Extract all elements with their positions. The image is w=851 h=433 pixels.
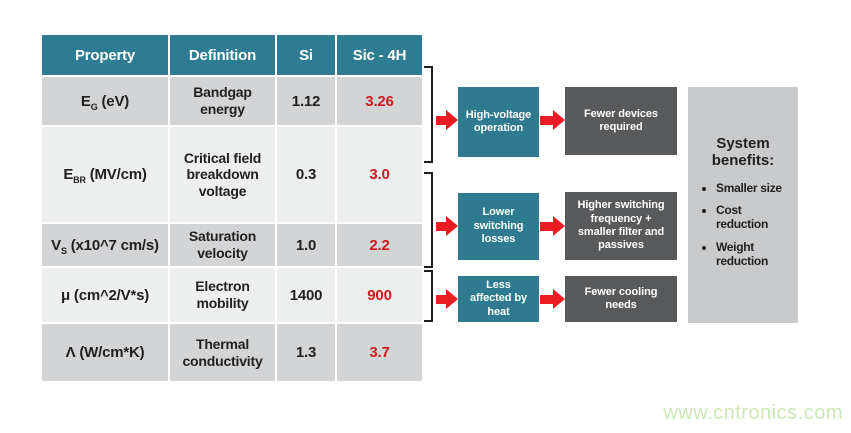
right-arrow-icon <box>540 216 565 236</box>
cause-line: Less <box>486 278 511 291</box>
cause-line: losses <box>481 233 516 246</box>
definition-cell: Critical field breakdown voltage <box>170 127 275 222</box>
effect-line: Higher switching <box>577 199 665 212</box>
property-cell-breakdown: EBR (MV/cm) <box>42 127 168 222</box>
definition-line: conductivity <box>182 352 263 369</box>
property-subscript: G <box>90 101 98 112</box>
property-units: (cm^2/V*s) <box>69 286 150 304</box>
sic-4h-value-cell: 3.7 <box>337 324 422 381</box>
effect-box-fewer-cooling-needs: Fewer cooling needs <box>565 276 677 322</box>
effect-box-fewer-devices-required: Fewer devices required <box>565 87 677 155</box>
definition-line: energy <box>200 101 245 117</box>
sic-4h-value-cell: 2.2 <box>337 224 422 266</box>
definition-line: breakdown <box>186 166 259 183</box>
cause-box-high-voltage-operation: High-voltage operation <box>458 87 539 157</box>
property-subscript: BR <box>73 175 86 185</box>
effect-box-higher-switching-frequency: Higher switching frequency + smaller fil… <box>565 192 677 260</box>
sic-4h-value-cell: 3.26 <box>337 77 422 125</box>
definition-cell: Saturation velocity <box>170 224 275 266</box>
sic-4h-value-cell: 900 <box>337 268 422 322</box>
definition-cell: Bandgap energy <box>170 77 275 125</box>
property-units: (MV/cm) <box>85 166 147 183</box>
cause-box-less-affected-by-heat: Less affected by heat <box>458 276 539 322</box>
definition-cell: Thermal conductivity <box>170 324 275 381</box>
watermark-url: www.cntronics.com <box>663 402 843 424</box>
property-units: (W/cm*K) <box>75 344 145 361</box>
column-header-definition: Definition <box>170 35 275 75</box>
si-value-cell: 0.3 <box>277 127 335 222</box>
property-symbol: E <box>80 92 91 110</box>
definition-line: Critical field <box>183 149 262 166</box>
row-group-bracket-3 <box>424 270 433 322</box>
benefit-item: Cost reduction <box>716 203 786 232</box>
right-arrow-icon <box>436 110 458 130</box>
definition-line: Bandgap <box>193 84 252 101</box>
si-value-cell: 1.12 <box>277 77 335 125</box>
effect-line: Fewer devices <box>584 107 658 120</box>
effect-line: smaller filter and <box>577 226 665 238</box>
si-value-cell: 1.0 <box>277 224 335 266</box>
right-arrow-icon <box>436 216 458 236</box>
comparison-table: Property Definition Si Sic - 4H EG (eV) … <box>42 35 422 381</box>
cause-box-lower-switching-losses: Lower switching losses <box>458 193 539 260</box>
definition-line: velocity <box>197 245 248 261</box>
right-arrow-icon <box>436 289 458 309</box>
cause-line: switching <box>473 219 524 232</box>
right-arrow-icon <box>540 289 565 309</box>
cause-line: High-voltage <box>465 108 532 121</box>
right-arrow-icon <box>540 110 565 130</box>
row-group-bracket-2 <box>424 172 433 268</box>
effect-line: passives <box>598 239 644 252</box>
cause-line: operation <box>473 122 524 134</box>
effect-line: Fewer cooling <box>584 285 658 298</box>
si-value-cell: 1.3 <box>277 324 335 381</box>
definition-cell: Electron mobility <box>170 268 275 322</box>
property-symbol: V <box>51 236 61 254</box>
cause-line: Lower <box>482 206 515 219</box>
property-cell-thermal-conductivity: Λ (W/cm*K) <box>42 324 168 381</box>
definition-line: Thermal <box>195 335 250 352</box>
cause-line: affected by <box>470 292 527 305</box>
property-cell-electron-mobility: μ (cm^2/V*s) <box>42 268 168 322</box>
system-benefits-list: Smaller size Cost reduction Weight reduc… <box>704 181 786 269</box>
property-subscript: S <box>60 245 67 256</box>
column-header-property: Property <box>42 35 168 75</box>
si-value-cell: 1400 <box>277 268 335 322</box>
property-symbol: μ <box>60 286 70 304</box>
property-cell-bandgap: EG (eV) <box>42 77 168 125</box>
cause-line: heat <box>487 305 510 318</box>
definition-line: voltage <box>198 182 247 199</box>
row-group-bracket-1 <box>424 66 433 163</box>
effect-line: required <box>599 121 643 133</box>
column-header-sic-4h: Sic - 4H <box>337 35 422 75</box>
property-symbol: Λ <box>65 344 76 361</box>
property-symbol: E <box>63 166 74 183</box>
system-benefits-title: System benefits: <box>711 135 775 170</box>
benefit-item: Smaller size <box>716 181 786 196</box>
definition-line: Electron <box>195 278 250 295</box>
property-units: (eV) <box>97 92 130 110</box>
definition-line: mobility <box>196 295 249 311</box>
property-units: (x10^7 cm/s) <box>66 236 159 254</box>
property-cell-saturation-velocity: VS (x10^7 cm/s) <box>42 224 168 266</box>
column-header-si: Si <box>277 35 335 75</box>
effect-line: frequency + <box>590 212 652 225</box>
sic-4h-value-cell: 3.0 <box>337 127 422 222</box>
system-benefits-panel: System benefits: Smaller size Cost reduc… <box>688 87 798 323</box>
benefit-item: Weight reduction <box>716 240 786 269</box>
effect-line: needs <box>605 299 637 311</box>
definition-line: Saturation <box>188 228 257 245</box>
